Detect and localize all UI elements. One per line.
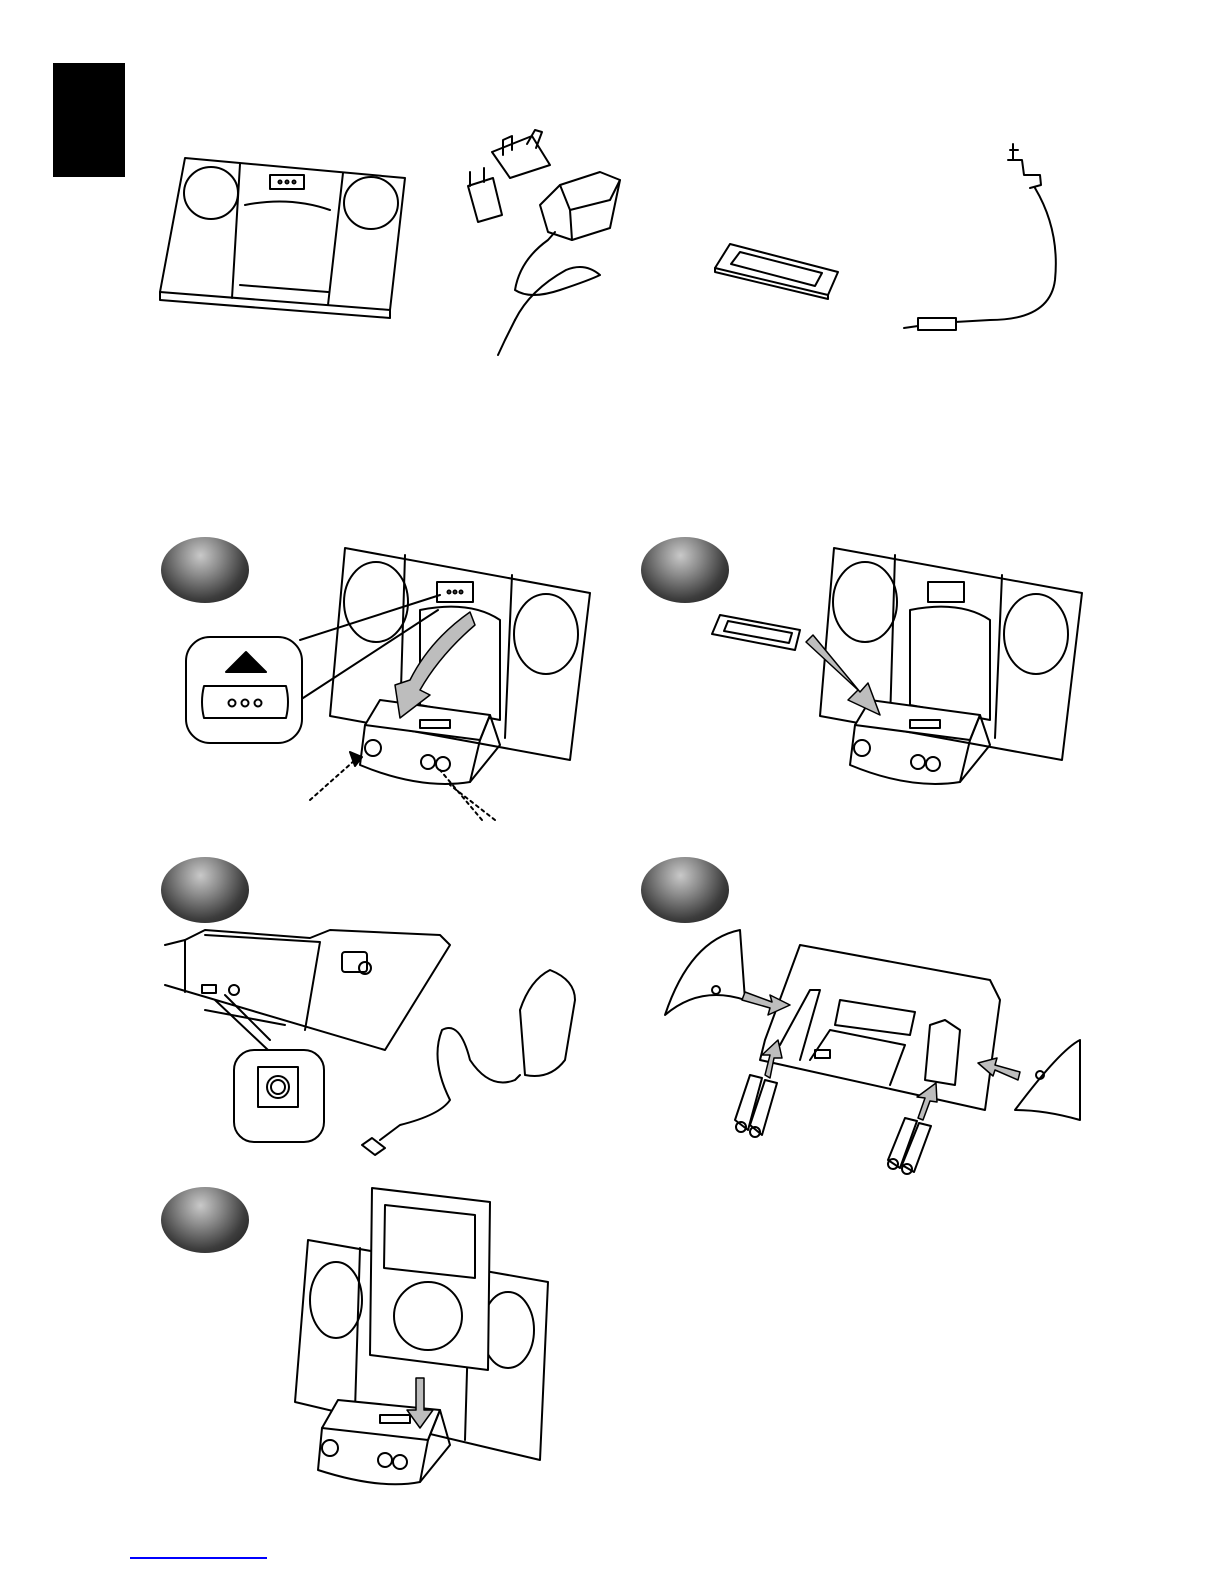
step-2-badge: [641, 537, 729, 603]
step-5-badge: [161, 1187, 249, 1253]
step-3-badge: [161, 857, 249, 923]
audio-cable-icon: [904, 144, 1056, 330]
footer-link-rule: [130, 1557, 267, 1559]
step-1-badge: [161, 537, 249, 603]
dock-insert-icon: [715, 244, 838, 299]
step-4-badge: [641, 857, 729, 923]
package-contents: [0, 0, 1225, 400]
power-adapter-icon: [468, 130, 620, 355]
speaker-dock-icon: [160, 158, 405, 318]
